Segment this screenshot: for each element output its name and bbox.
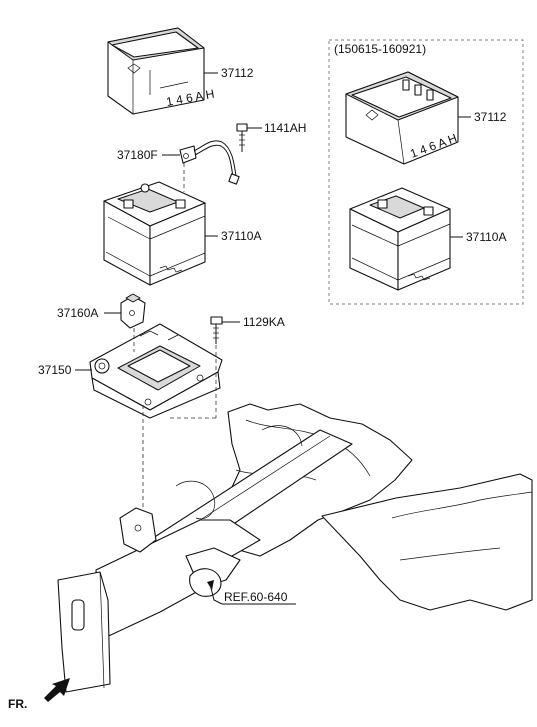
vehicle-body-structure: [57, 403, 533, 693]
bolt-1129KA[interactable]: [210, 316, 223, 344]
battery-carrier-37150[interactable]: [89, 323, 223, 419]
label-37160A: 37160A: [57, 306, 98, 320]
label-1129KA: 1129KA: [243, 315, 285, 329]
label-37112-top: 37112: [221, 66, 254, 80]
variant-date-range: (150615-160921): [334, 42, 426, 56]
front-arrow-icon: [44, 678, 70, 702]
variant-box: [328, 39, 524, 305]
label-37110A-variant: 37110A: [466, 230, 506, 244]
ref-callout: [207, 580, 296, 605]
battery-cable-37180F[interactable]: [179, 140, 240, 185]
label-37150: 37150: [38, 363, 72, 377]
front-marker-label: FR.: [8, 697, 27, 711]
reference-label: REF.60-640: [224, 590, 288, 604]
battery-tray-variant[interactable]: 1 4 6 A H: [345, 71, 459, 165]
battery-tray-top[interactable]: 1 4 6 A H: [107, 27, 215, 115]
label-37180F: 37180F: [117, 148, 158, 162]
label-37112-variant: 37112: [474, 110, 507, 124]
battery-37110A-variant[interactable]: [349, 187, 451, 291]
bracket-37160A[interactable]: [120, 293, 146, 329]
label-1141AH: 1141AH: [264, 121, 306, 135]
label-37110A: 37110A: [221, 229, 261, 243]
battery-37110A[interactable]: [103, 181, 206, 286]
bolt-1141AH[interactable]: [236, 123, 248, 152]
